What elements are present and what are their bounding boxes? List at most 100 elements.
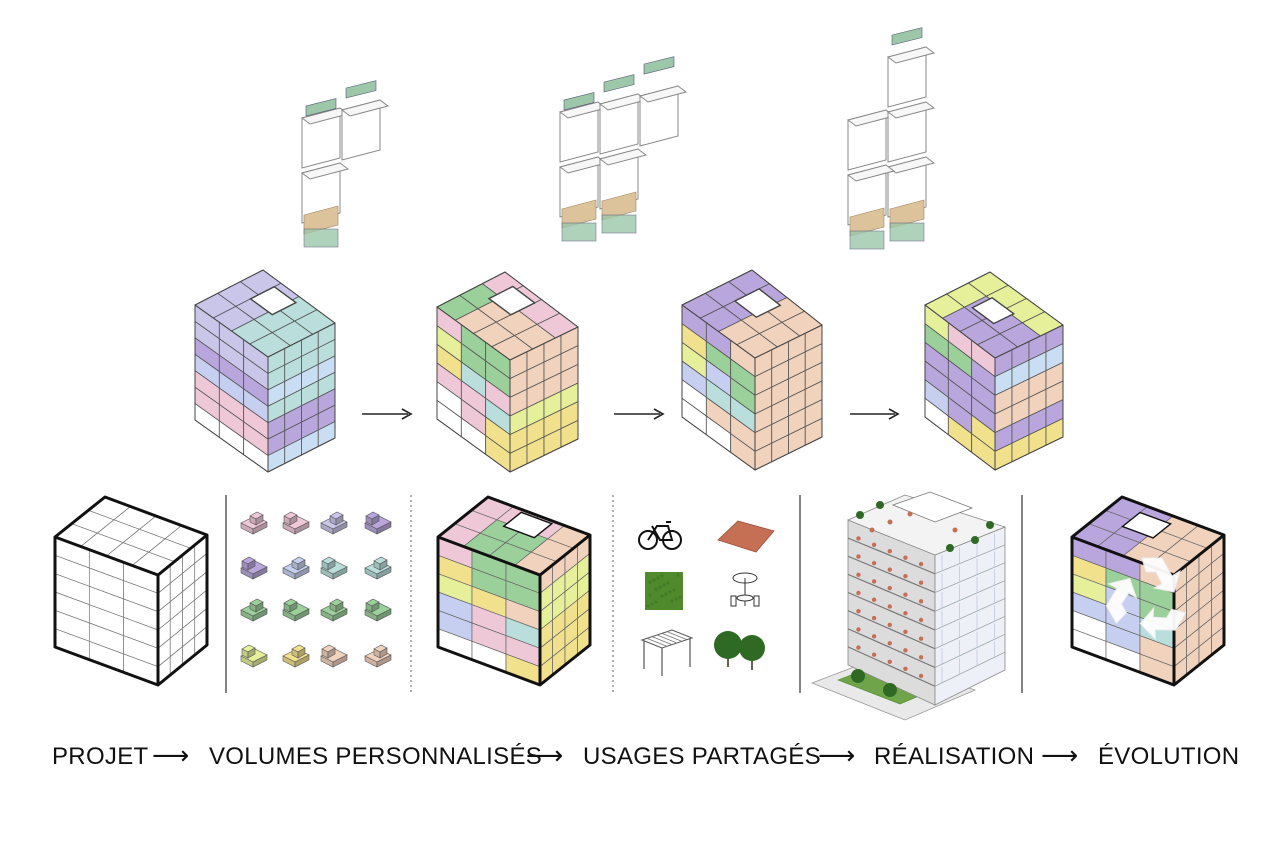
grass-speck bbox=[661, 605, 665, 609]
grass-speck bbox=[645, 593, 649, 597]
grass-speck bbox=[665, 603, 669, 607]
balcony-furniture bbox=[856, 536, 861, 541]
grass-speck bbox=[673, 586, 677, 590]
grass-speck bbox=[655, 598, 659, 602]
bicycle-frame bbox=[647, 525, 674, 541]
balcony-furniture bbox=[903, 648, 908, 653]
middle-arrows bbox=[362, 408, 900, 420]
piece-front bbox=[289, 601, 298, 613]
grass-speck bbox=[664, 592, 668, 596]
piece-front bbox=[289, 514, 298, 526]
balcony-furniture bbox=[903, 666, 908, 672]
plan-window bbox=[849, 230, 885, 250]
pergola-icon bbox=[640, 629, 694, 676]
step-arrow-4: ⟶ bbox=[1041, 741, 1078, 771]
arrow-3 bbox=[850, 408, 900, 420]
floor-slab bbox=[847, 537, 936, 575]
piece-front bbox=[332, 654, 348, 668]
grass-speck bbox=[677, 584, 681, 588]
chair bbox=[753, 595, 760, 607]
piece-front bbox=[327, 647, 336, 659]
plan-room-top bbox=[340, 99, 390, 117]
floor-slab bbox=[847, 591, 936, 631]
plan-wood-floor bbox=[601, 191, 637, 221]
plan-room-top bbox=[886, 101, 936, 119]
piece-front bbox=[379, 647, 388, 659]
floor-slab bbox=[934, 598, 1006, 631]
recycle-arrow bbox=[1141, 557, 1181, 593]
balcony-furniture bbox=[856, 590, 861, 596]
table-umbrella-icon bbox=[730, 572, 760, 607]
cube-void bbox=[502, 511, 554, 539]
balcony-furniture bbox=[887, 659, 892, 664]
balcony-furniture bbox=[887, 585, 892, 591]
piece-front bbox=[371, 601, 380, 613]
balcony-furniture bbox=[918, 636, 924, 641]
courtyard-tree bbox=[851, 669, 865, 683]
cube-void bbox=[733, 288, 782, 319]
piece-front bbox=[294, 566, 310, 580]
grass-speck bbox=[667, 579, 671, 583]
step-labels: PROJET ⟶ VOLUMES PERSONNALISÉS ⟶ USAGES … bbox=[52, 741, 1239, 771]
floor-slab bbox=[847, 646, 936, 687]
volume-piece bbox=[364, 644, 392, 668]
plan-wood-floor bbox=[849, 207, 885, 237]
floor-slab bbox=[934, 562, 1006, 593]
balcony-furniture bbox=[887, 549, 892, 554]
floor-slab bbox=[934, 544, 1006, 575]
piece-front bbox=[332, 566, 348, 580]
recycle-icon bbox=[1105, 557, 1187, 641]
floor-slab bbox=[847, 573, 936, 612]
roof-pavilion bbox=[891, 491, 974, 523]
plan-wood-floor bbox=[303, 205, 339, 235]
balcony-furniture bbox=[871, 652, 877, 657]
balcony-furniture bbox=[918, 580, 924, 585]
grass-speck bbox=[670, 599, 674, 603]
grass-speck bbox=[678, 595, 682, 599]
grass-speck bbox=[649, 591, 653, 595]
piece-front bbox=[247, 647, 256, 659]
balcony-furniture bbox=[918, 673, 924, 679]
grass-speck bbox=[652, 578, 656, 582]
cube-step-3 bbox=[681, 269, 823, 471]
floor-slab bbox=[934, 651, 1006, 687]
piece-front bbox=[332, 608, 348, 622]
floor-plan-row bbox=[300, 27, 936, 250]
volume-piece bbox=[282, 556, 310, 580]
plan-room-top bbox=[638, 85, 688, 103]
piece-front bbox=[376, 566, 392, 580]
volume-piece bbox=[240, 644, 268, 668]
cube-step-2 bbox=[436, 271, 579, 473]
balcony-furniture bbox=[918, 617, 924, 623]
plan-window bbox=[305, 98, 337, 117]
step-label-usages: USAGES PARTAGÉS bbox=[583, 743, 821, 770]
grass-speck bbox=[654, 587, 658, 591]
plan-window bbox=[891, 27, 923, 46]
terracotta-tile-icon bbox=[717, 520, 775, 553]
recycle-arrow bbox=[1139, 606, 1187, 641]
roof-plant bbox=[946, 544, 954, 552]
cube-void bbox=[249, 285, 298, 316]
plan-window bbox=[889, 222, 925, 242]
usage-icons bbox=[638, 520, 775, 676]
terracotta-tile bbox=[717, 520, 775, 553]
step-label-evolution: ÉVOLUTION bbox=[1098, 743, 1239, 770]
plan-window bbox=[601, 214, 637, 234]
piece-front bbox=[294, 521, 310, 535]
piece-front bbox=[294, 608, 310, 622]
roof-plant bbox=[971, 536, 979, 544]
balcony-furniture bbox=[903, 555, 908, 560]
plan-window bbox=[561, 222, 597, 242]
grass-speck bbox=[646, 604, 650, 608]
cube-void bbox=[971, 296, 1016, 325]
roof-plant bbox=[986, 521, 994, 529]
balcony-furniture bbox=[887, 622, 892, 628]
plan-wood-floor bbox=[561, 199, 597, 229]
balcony-furniture bbox=[856, 554, 861, 559]
balcony-furniture bbox=[871, 560, 877, 566]
roof-plant bbox=[876, 501, 884, 509]
volume-piece bbox=[320, 598, 348, 622]
cube-void bbox=[487, 285, 537, 316]
piece-front bbox=[255, 601, 264, 613]
